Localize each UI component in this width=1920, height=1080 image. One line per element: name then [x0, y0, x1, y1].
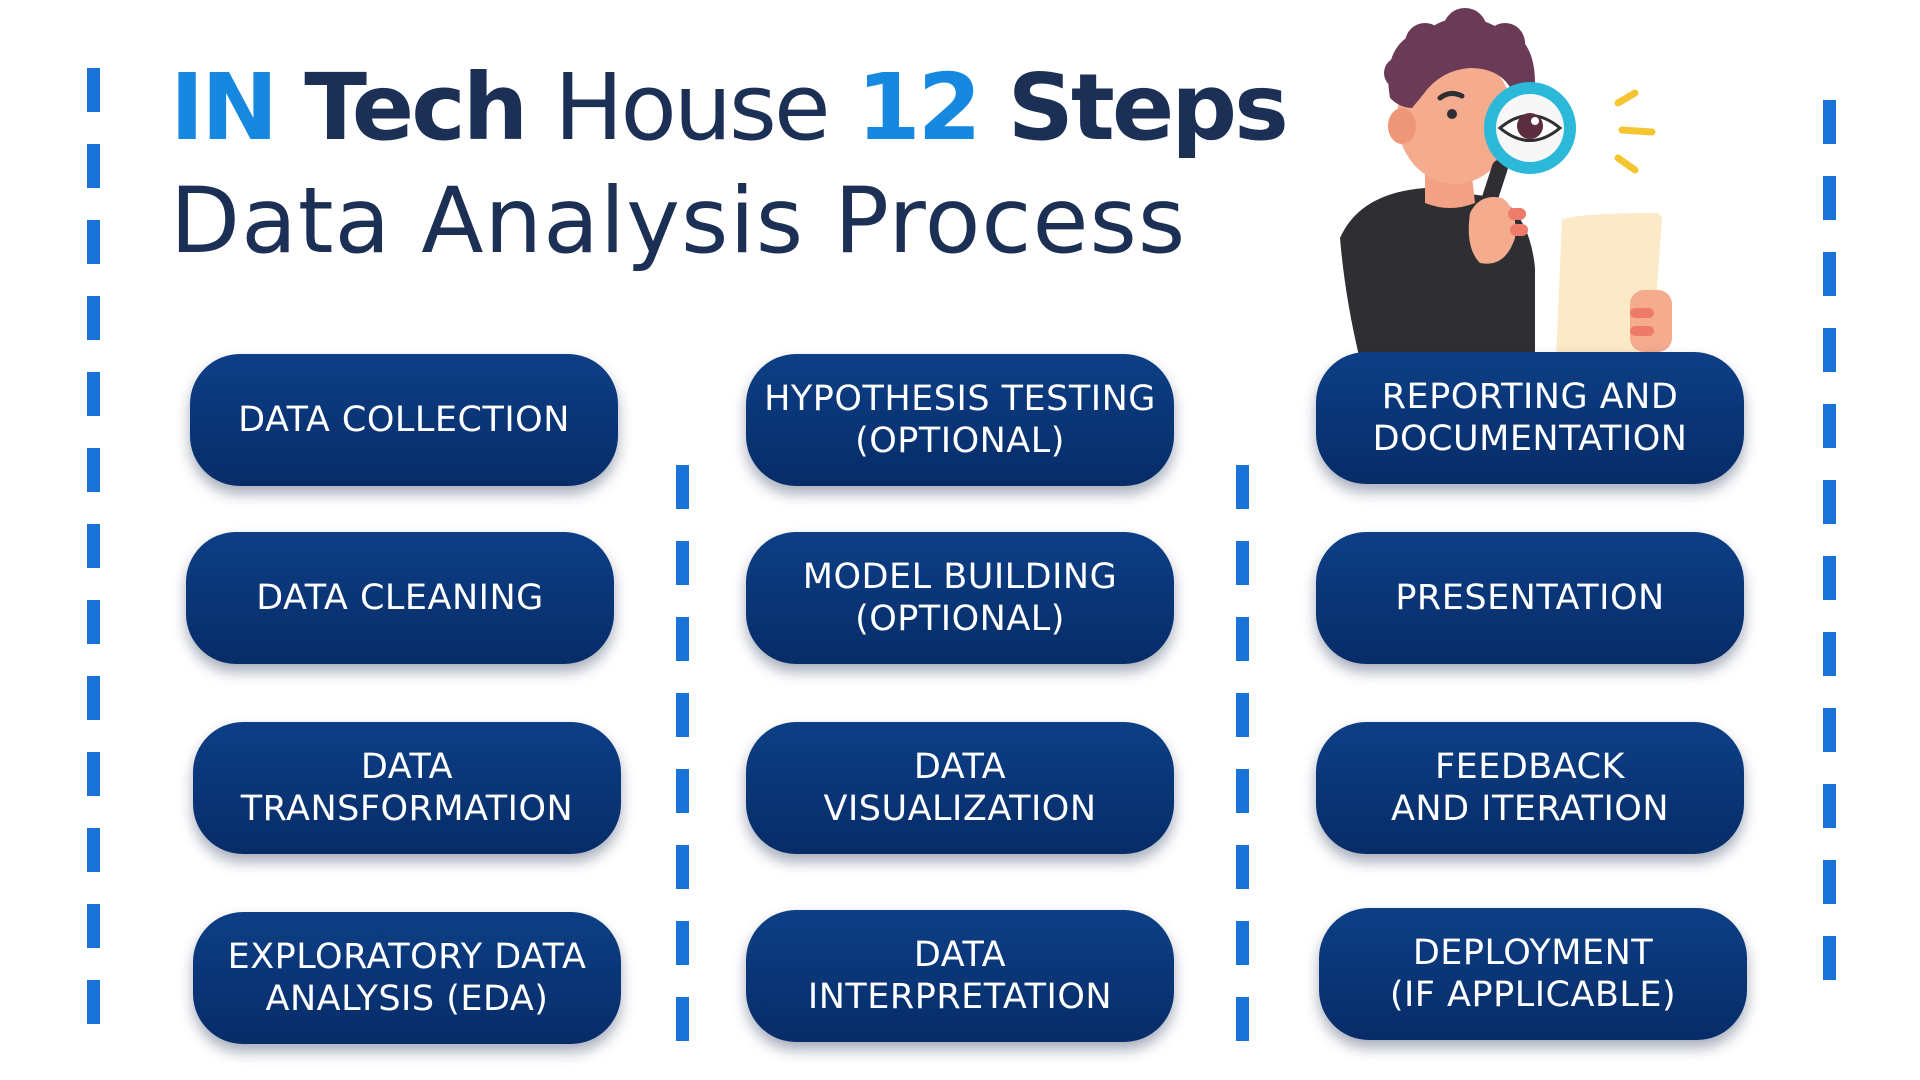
dash-segment	[87, 676, 100, 720]
dash-segment	[87, 752, 100, 796]
dash-segment	[1823, 404, 1836, 448]
step-data-transformation: DATA TRANSFORMATION	[193, 722, 621, 854]
dash-segment	[676, 997, 689, 1041]
dash-segment	[1823, 252, 1836, 296]
step-label: DATA INTERPRETATION	[807, 935, 1113, 1017]
dash-segment	[676, 693, 689, 737]
dash-segment	[1236, 617, 1249, 661]
dash-segment	[87, 448, 100, 492]
step-label: REPORTING AND DOCUMENTATION	[1372, 377, 1688, 459]
step-feedback-iteration: FEEDBACK AND ITERATION	[1316, 722, 1744, 854]
step-label: DATA COLLECTION	[238, 400, 570, 440]
dash-segment	[1236, 845, 1249, 889]
dash-segment	[87, 980, 100, 1024]
dash-segment	[676, 769, 689, 813]
brand-house: House	[554, 54, 830, 161]
step-model-building: MODEL BUILDING (OPTIONAL)	[746, 532, 1174, 664]
brand-in: IN	[170, 54, 278, 161]
steps-number: 12	[856, 54, 982, 161]
dash-segment	[676, 465, 689, 509]
brand-tech: Tech	[304, 54, 528, 161]
step-exploratory-data-analysis: EXPLORATORY DATA ANALYSIS (EDA)	[193, 912, 621, 1044]
dash-segment	[676, 845, 689, 889]
dash-segment	[1823, 784, 1836, 828]
dash-segment	[1823, 176, 1836, 220]
person-with-magnifying-glass-icon	[1340, 8, 1672, 360]
dash-segment	[1236, 769, 1249, 813]
dash-segment	[1823, 936, 1836, 980]
step-label: DATA CLEANING	[256, 578, 544, 618]
dash-segment	[87, 828, 100, 872]
dash-segment	[87, 524, 100, 568]
step-data-cleaning: DATA CLEANING	[186, 532, 614, 664]
dash-segment	[1236, 541, 1249, 585]
dash-segment	[87, 144, 100, 188]
dash-segment	[87, 904, 100, 948]
dash-segment	[1236, 465, 1249, 509]
step-reporting-documentation: REPORTING AND DOCUMENTATION	[1316, 352, 1744, 484]
step-label: MODEL BUILDING (OPTIONAL)	[802, 557, 1118, 639]
step-presentation: PRESENTATION	[1316, 532, 1744, 664]
step-label: DEPLOYMENT (IF APPLICABLE)	[1389, 933, 1677, 1015]
dash-segment	[87, 600, 100, 644]
dash-segment	[1823, 632, 1836, 676]
dash-segment	[87, 220, 100, 264]
dash-segment	[1236, 921, 1249, 965]
steps-word: Steps	[1007, 54, 1289, 161]
step-data-interpretation: DATA INTERPRETATION	[746, 910, 1174, 1042]
dash-segment	[1236, 997, 1249, 1041]
dash-segment	[1823, 860, 1836, 904]
step-data-collection: DATA COLLECTION	[190, 354, 618, 486]
dash-segment	[1823, 328, 1836, 372]
dash-segment	[1823, 100, 1836, 144]
step-label: HYPOTHESIS TESTING (OPTIONAL)	[764, 379, 1156, 461]
dash-segment	[87, 372, 100, 416]
step-label: DATA TRANSFORMATION	[240, 747, 574, 829]
page-title: Data Analysis Process	[170, 169, 1187, 274]
step-label: DATA VISUALIZATION	[823, 747, 1097, 829]
step-data-visualization: DATA VISUALIZATION	[746, 722, 1174, 854]
dash-segment	[1823, 708, 1836, 752]
dash-segment	[1823, 480, 1836, 524]
dash-segment	[676, 541, 689, 585]
title-line-1: IN Tech House 12 Steps	[170, 62, 1289, 154]
dash-segment	[676, 617, 689, 661]
dash-segment	[676, 921, 689, 965]
step-hypothesis-testing: HYPOTHESIS TESTING (OPTIONAL)	[746, 354, 1174, 486]
step-label: PRESENTATION	[1395, 578, 1665, 618]
dash-segment	[87, 68, 100, 112]
dash-segment	[1236, 693, 1249, 737]
step-label: EXPLORATORY DATA ANALYSIS (EDA)	[227, 937, 587, 1019]
step-label: FEEDBACK AND ITERATION	[1390, 747, 1670, 829]
step-deployment: DEPLOYMENT (IF APPLICABLE)	[1319, 908, 1747, 1040]
dash-segment	[1823, 556, 1836, 600]
dash-segment	[87, 296, 100, 340]
